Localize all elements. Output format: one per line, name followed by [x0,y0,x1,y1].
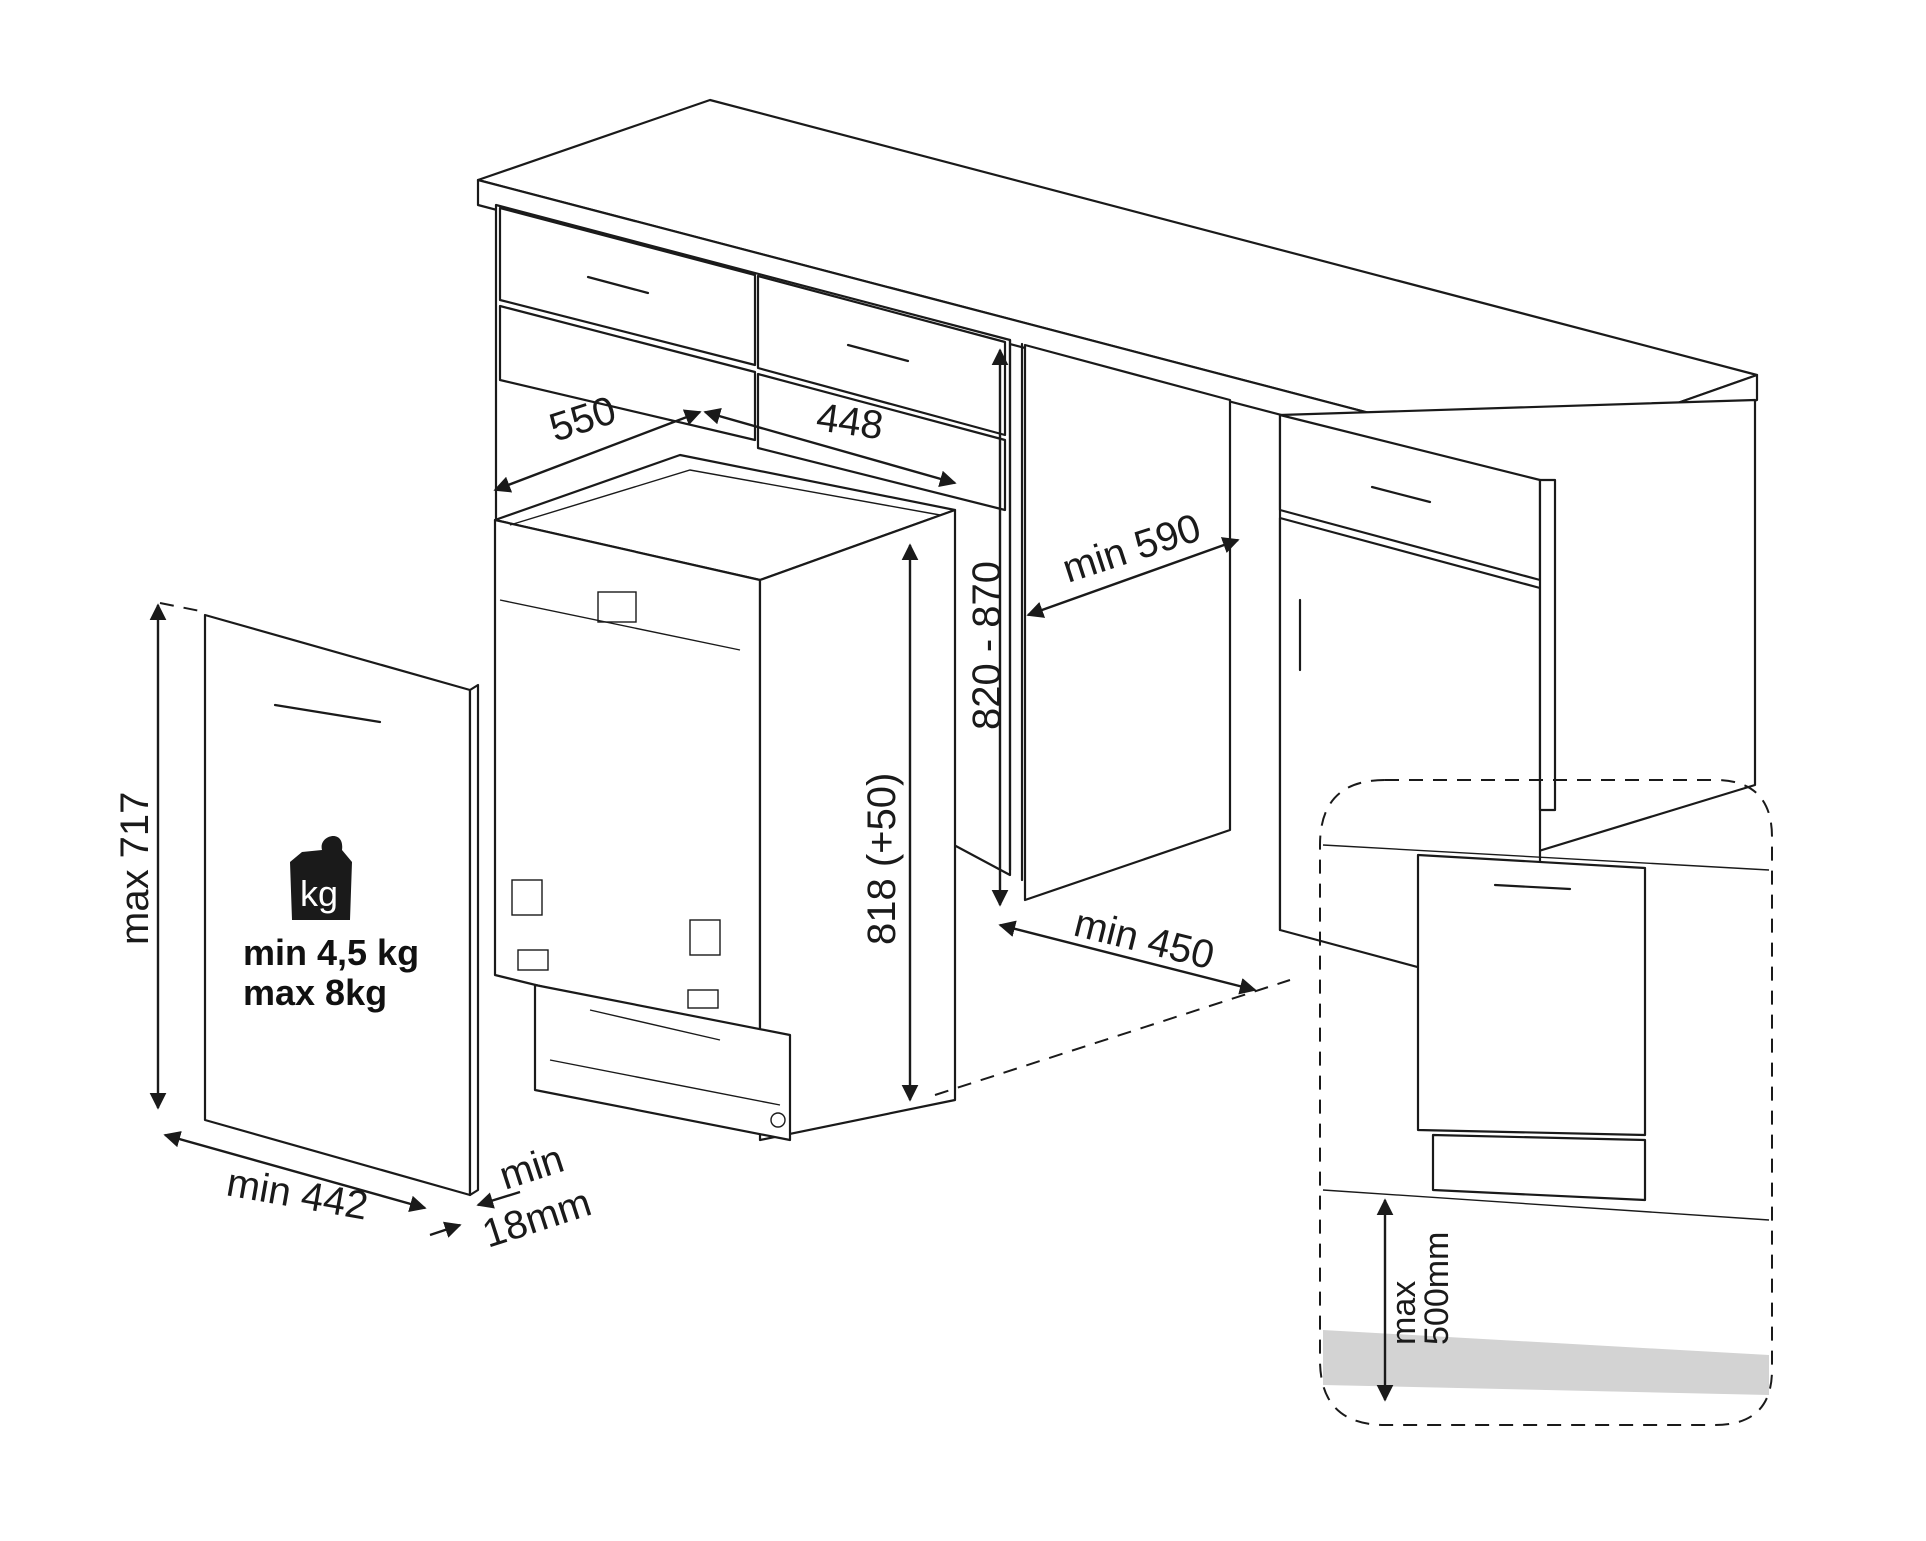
inset-500-label: 500mm [1418,1232,1456,1345]
panel-thickness-label-2: 18mm [477,1180,596,1256]
inset-panel-handle [1493,883,1572,891]
drawer-handle-3 [1370,485,1432,504]
panel-edge [468,683,480,1197]
width-label: 448 [814,395,886,448]
width-arrow [703,408,957,487]
inset-detail: max 500mm [1319,779,1773,1426]
niche-height-label: 820 - 870 [965,561,1009,730]
niche-back [1023,343,1232,902]
inset-frame [1319,779,1773,1426]
inset-panel [1416,853,1647,1137]
weight-max-label: max 8kg [243,972,387,1013]
appliance-height-label: 818 (+50) [860,773,904,945]
floor-area [1323,1330,1769,1395]
drawer-handle-2 [846,343,910,363]
weight-min-label: min 4,5 kg [243,932,419,973]
inset-max-label: max [1385,1281,1423,1345]
weight-icon: kg [290,836,352,920]
inset-plinth [1431,1133,1647,1202]
drawer-handle-1 [586,275,650,295]
depth-arrow [493,409,702,493]
panel-handle [273,703,382,724]
panel-height-label: max 717 [113,792,157,945]
weight-unit: kg [300,873,338,914]
dishwasher-side [493,518,762,1042]
hinge-bracket [597,591,637,623]
niche-width-arrow [998,920,1257,995]
panel-width-label: min 442 [223,1161,371,1229]
niche-width-label: min 450 [1070,901,1219,978]
cabinet-depth-arrow [1026,537,1240,618]
plinth-mechanism [533,983,792,1142]
panel-width-arrow [163,1130,427,1213]
